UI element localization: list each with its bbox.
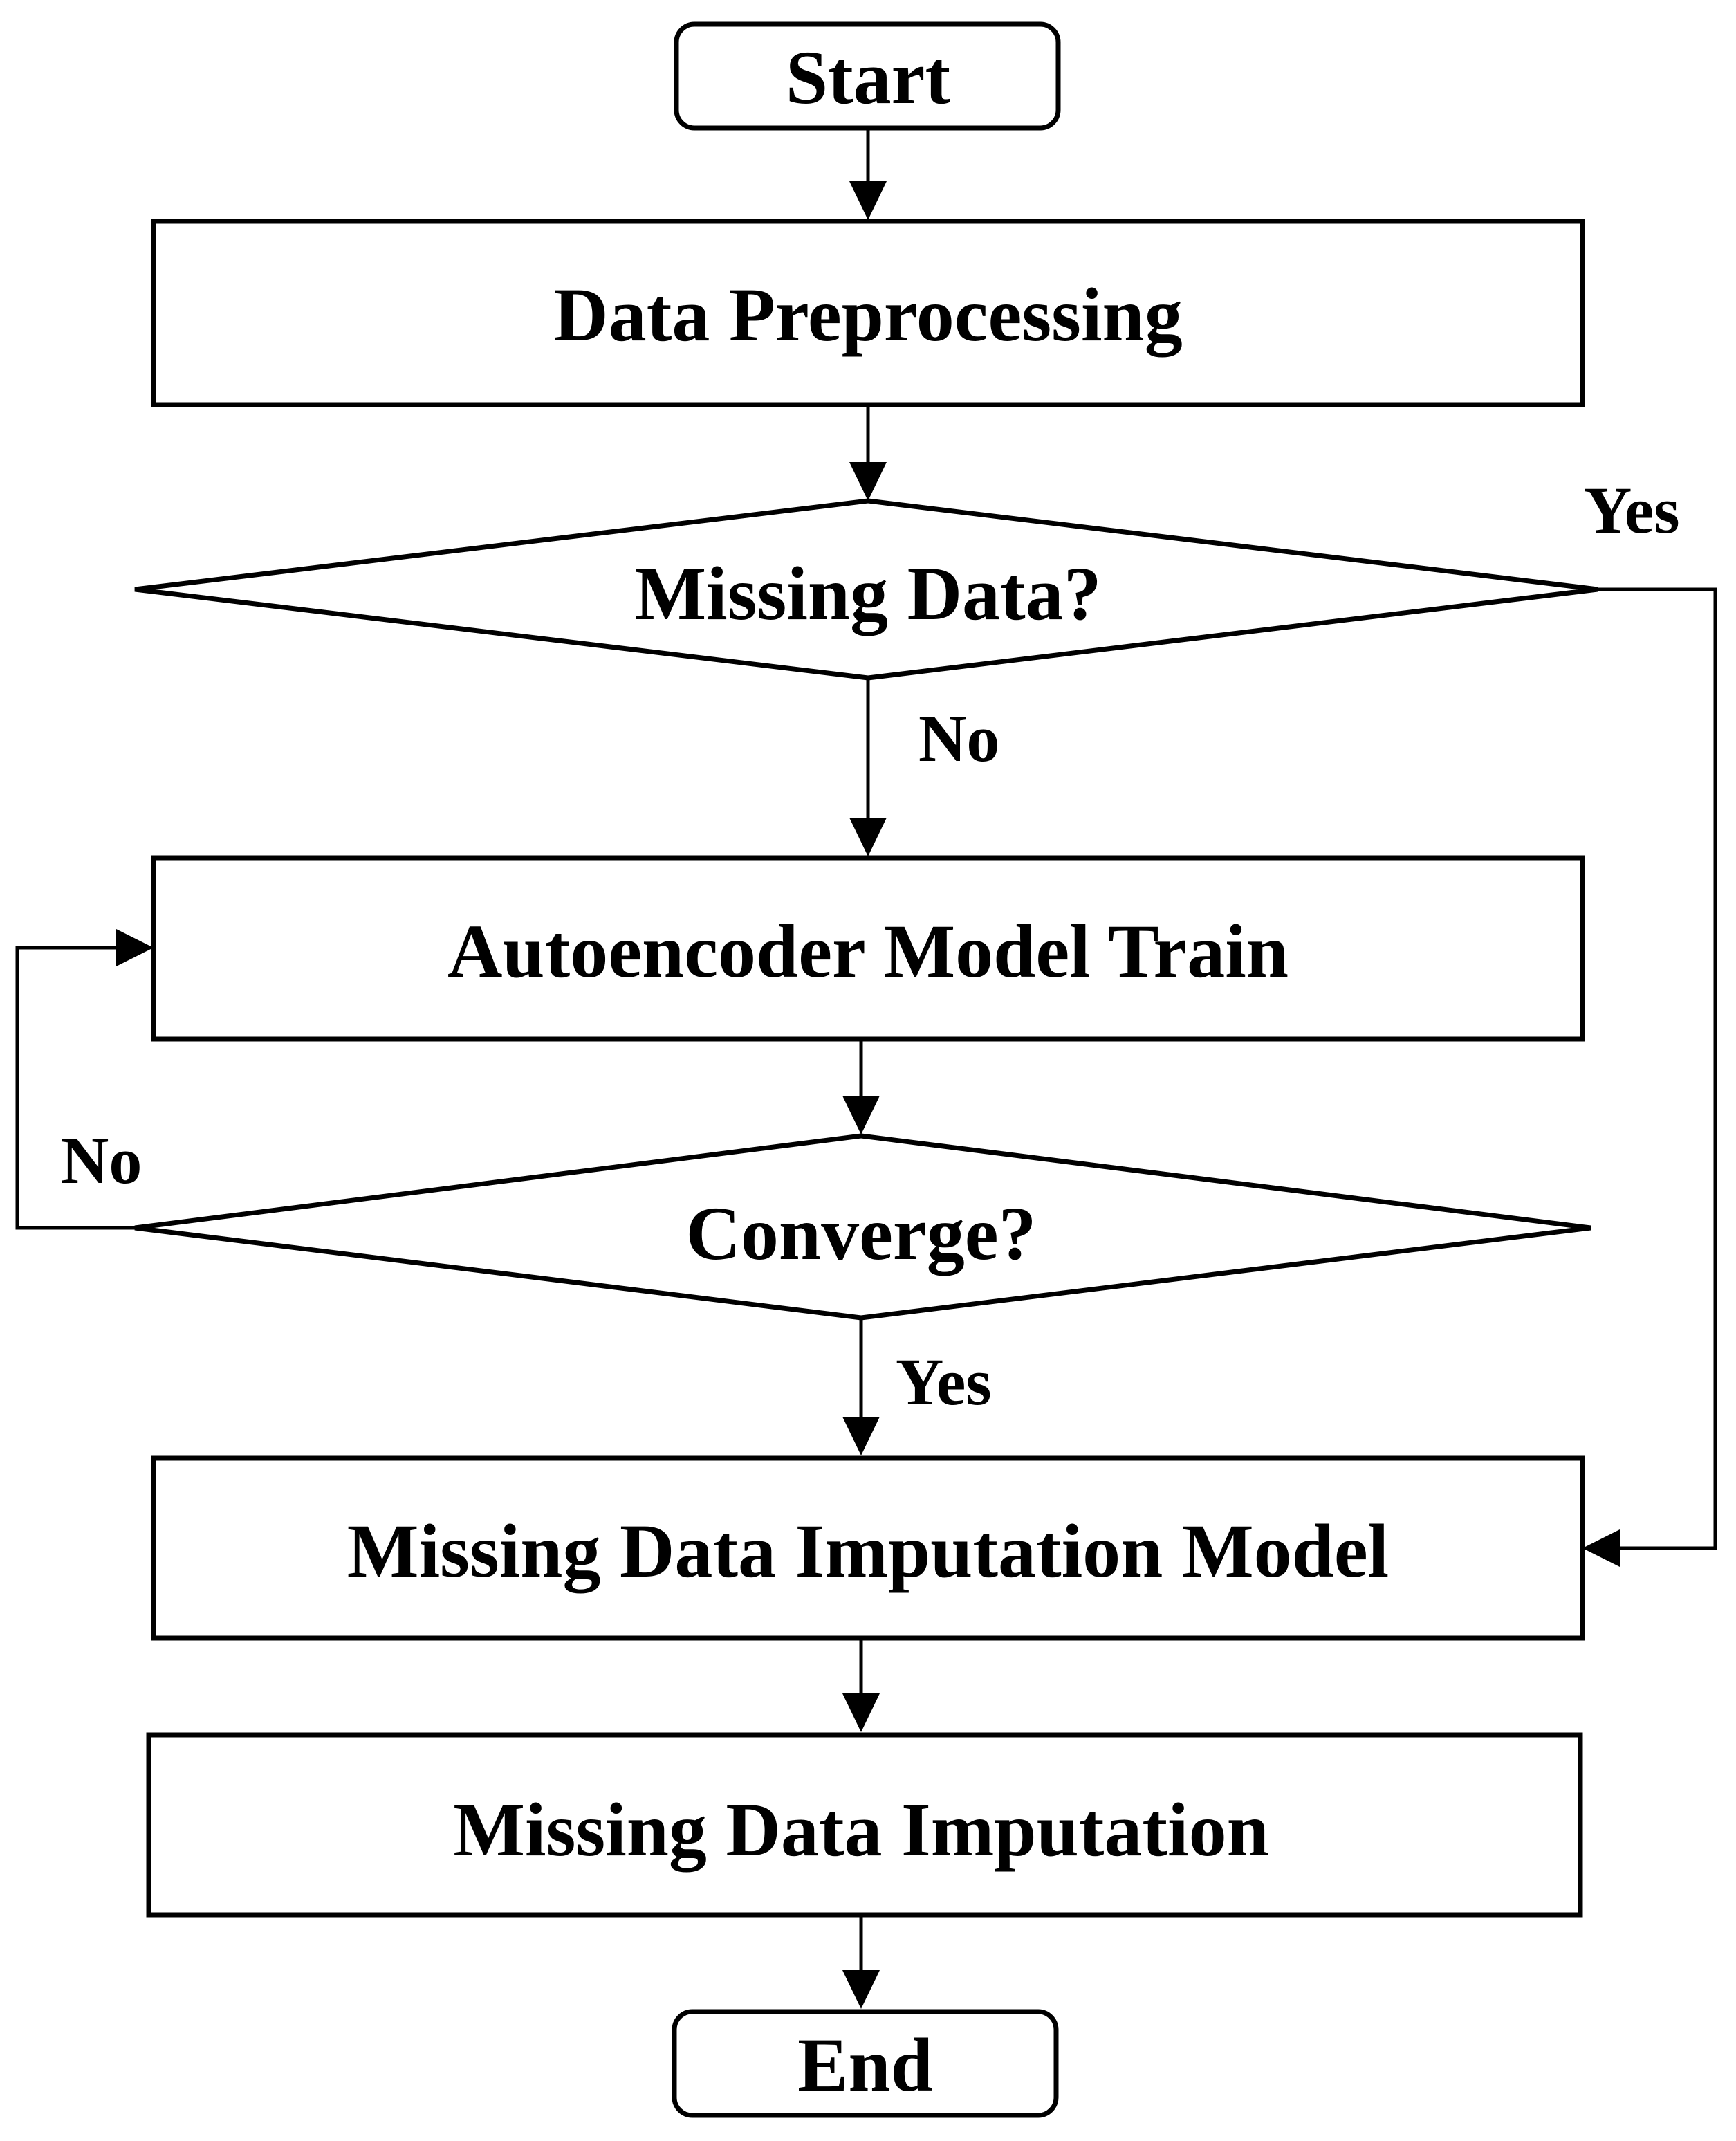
connector-converge-no-to-train	[15, 946, 135, 1230]
arrowhead-down-icon	[849, 818, 887, 856]
node-end-label: End	[797, 2023, 933, 2107]
arrowhead-down-icon	[842, 1970, 880, 2009]
decision-missing-data: Missing Data?	[134, 498, 1598, 681]
arrowhead-down-icon	[842, 1693, 880, 1732]
node-missing-data-imputation-label: Missing Data Imputation	[453, 1788, 1269, 1872]
decision-converge-label: Converge?	[685, 1191, 1036, 1276]
arrowhead-down-icon	[842, 1417, 880, 1455]
node-missing-data-imputation-model: Missing Data Imputation Model	[151, 1455, 1585, 1641]
arrowhead-down-icon	[849, 181, 887, 220]
edge-label-missing-no: No	[918, 701, 999, 775]
node-missing-data-imputation: Missing Data Imputation	[146, 1732, 1583, 1918]
node-start-label: Start	[786, 35, 951, 120]
arrowhead-down-icon	[849, 462, 887, 501]
node-autoencoder-model-train: Autoencoder Model Train	[151, 855, 1585, 1042]
node-data-preprocessing: Data Preprocessing	[151, 219, 1585, 407]
edge-label-missing-yes: Yes	[1584, 473, 1680, 547]
node-missing-data-imputation-model-label: Missing Data Imputation Model	[347, 1509, 1389, 1593]
connector-missing-yes-to-imputation-model	[1598, 587, 1717, 1550]
arrowhead-left-icon	[1582, 1529, 1620, 1567]
node-start: Start	[674, 21, 1061, 131]
edge-label-converge-yes: Yes	[896, 1345, 992, 1419]
node-end: End	[672, 2009, 1059, 2118]
decision-missing-data-label: Missing Data?	[634, 551, 1101, 636]
edge-label-converge-no: No	[61, 1123, 142, 1197]
node-autoencoder-model-train-label: Autoencoder Model Train	[447, 909, 1289, 993]
arrowhead-down-icon	[842, 1096, 880, 1134]
decision-converge: Converge?	[134, 1133, 1591, 1321]
arrowhead-right-icon	[116, 929, 154, 966]
node-data-preprocessing-label: Data Preprocessing	[553, 273, 1182, 357]
